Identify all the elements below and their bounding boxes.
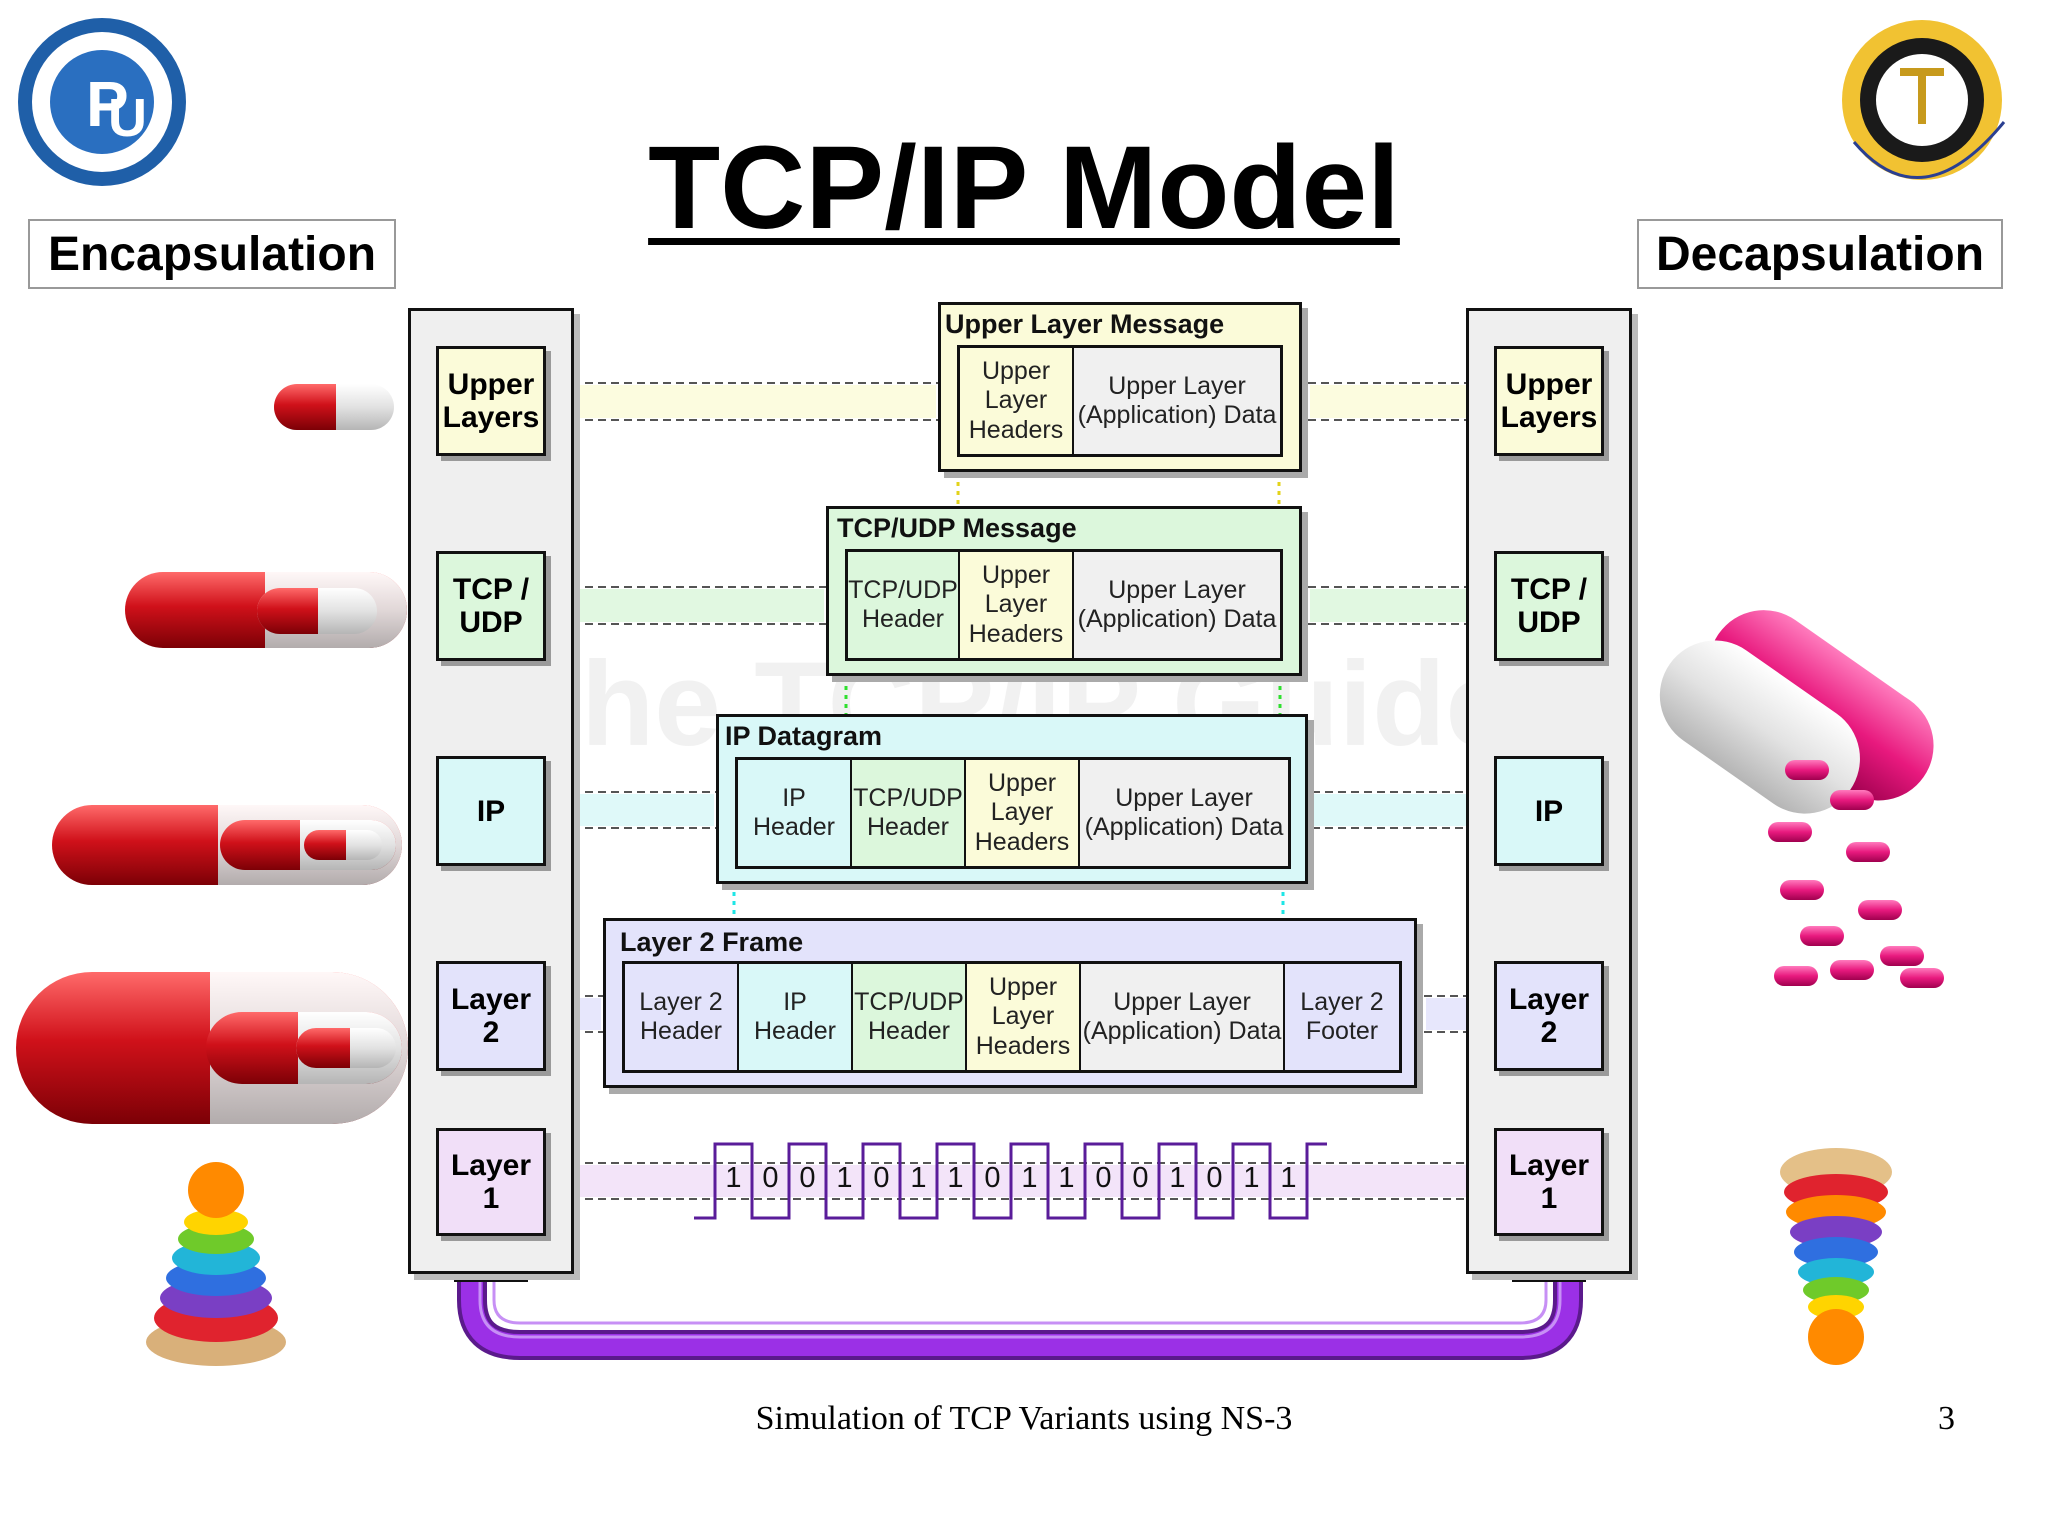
poornima-university-logo: P U <box>14 14 190 190</box>
ip-datagram-frame: IP Datagram IP Header TCP/UDP Header Upp… <box>716 714 1308 884</box>
left-stack-upper-layers: Upper Layers <box>436 346 546 456</box>
decapsulation-label: Decapsulation <box>1637 219 2003 289</box>
tcp-udp-message-fields: TCP/UDP Header Upper Layer Headers Upper… <box>845 549 1283 661</box>
bit: 0 <box>1206 1162 1223 1194</box>
bit: 1 <box>910 1162 927 1194</box>
frame-title: Layer 2 Frame <box>620 927 804 957</box>
frame-title: Upper Layer Message <box>945 309 1225 339</box>
cell-upper-layer-headers: Upper Layer Headers <box>960 552 1074 658</box>
cell-upper-layer-headers: Upper Layer Headers <box>960 348 1074 454</box>
right-stack-tcp-udp: TCP / UDP <box>1494 551 1604 661</box>
cell-upper-layer-headers: Upper Layer Headers <box>967 964 1081 1070</box>
bit: 0 <box>762 1162 779 1194</box>
bit: 0 <box>799 1162 816 1194</box>
cell-ip-header: IP Header <box>738 760 852 866</box>
right-stack-layer-1: Layer 1 <box>1494 1128 1604 1236</box>
pill-small-icon <box>274 384 394 430</box>
left-stack-tcp-udp: TCP / UDP <box>436 551 546 661</box>
page-title: TCP/IP Model <box>648 122 1400 254</box>
bit: 1 <box>836 1162 853 1194</box>
cell-tcp-udp-header: TCP/UDP Header <box>853 964 967 1070</box>
bit: 0 <box>1095 1162 1112 1194</box>
frame-title: TCP/UDP Message <box>837 513 1077 543</box>
cell-application-data: Upper Layer (Application) Data <box>1081 964 1285 1070</box>
pill-xlarge-icon <box>16 972 408 1124</box>
right-stack-upper-layers: Upper Layers <box>1494 346 1604 456</box>
svg-text:U: U <box>108 88 147 148</box>
left-stack-ip: IP <box>436 756 546 866</box>
svg-text:P: P <box>86 68 129 140</box>
bit: 1 <box>1280 1162 1297 1194</box>
bit: 0 <box>1132 1162 1149 1194</box>
pill-medium-icon <box>125 572 407 648</box>
bit: 1 <box>1169 1162 1186 1194</box>
left-stack-layer-1: Layer 1 <box>436 1128 546 1236</box>
layer-2-frame-fields: Layer 2 Header IP Header TCP/UDP Header … <box>622 961 1402 1073</box>
open-capsule-icon <box>1659 610 1944 988</box>
bit: 1 <box>1021 1162 1038 1194</box>
bit: 0 <box>873 1162 890 1194</box>
signal-waveform <box>694 1142 1327 1220</box>
page-number: 3 <box>1938 1400 1955 1437</box>
bit-stream: 1 0 0 1 0 1 1 0 1 1 0 0 1 0 1 1 <box>715 1162 1307 1202</box>
stacking-toy-assembled-icon <box>146 1162 286 1366</box>
bit: 1 <box>947 1162 964 1194</box>
left-stack-layer-2: Layer 2 <box>436 961 546 1071</box>
cell-application-data: Upper Layer (Application) Data <box>1080 760 1288 866</box>
bit: 0 <box>984 1162 1001 1194</box>
cell-upper-layer-headers: Upper Layer Headers <box>966 760 1080 866</box>
bit: 1 <box>1243 1162 1260 1194</box>
right-stack-layer-2: Layer 2 <box>1494 961 1604 1071</box>
cell-layer-2-footer: Layer 2 Footer <box>1285 964 1399 1070</box>
stacking-toy-disassembled-icon <box>1780 1148 1892 1365</box>
encapsulation-label: Encapsulation <box>28 219 396 289</box>
cell-application-data: Upper Layer (Application) Data <box>1074 552 1280 658</box>
cell-ip-header: IP Header <box>739 964 853 1070</box>
upper-layer-message-fields: Upper Layer Headers Upper Layer (Applica… <box>957 345 1283 457</box>
cell-tcp-udp-header: TCP/UDP Header <box>852 760 966 866</box>
bit: 1 <box>725 1162 742 1194</box>
pill-large-icon <box>52 805 402 885</box>
layer-2-frame: Layer 2 Frame Layer 2 Header IP Header T… <box>603 918 1417 1088</box>
cell-layer-2-header: Layer 2 Header <box>625 964 739 1070</box>
cell-application-data: Upper Layer (Application) Data <box>1074 348 1280 454</box>
bit: 1 <box>1058 1162 1075 1194</box>
iiit-kota-logo <box>1834 12 2034 208</box>
tcp-udp-message-frame: TCP/UDP Message TCP/UDP Header Upper Lay… <box>826 506 1302 676</box>
right-stack-ip: IP <box>1494 756 1604 866</box>
cell-tcp-udp-header: TCP/UDP Header <box>848 552 960 658</box>
upper-layer-message-frame: Upper Layer Message Upper Layer Headers … <box>938 302 1302 472</box>
footer-text: Simulation of TCP Variants using NS-3 <box>755 1400 1293 1437</box>
ip-datagram-fields: IP Header TCP/UDP Header Upper Layer Hea… <box>735 757 1291 869</box>
frame-title: IP Datagram <box>725 721 883 751</box>
